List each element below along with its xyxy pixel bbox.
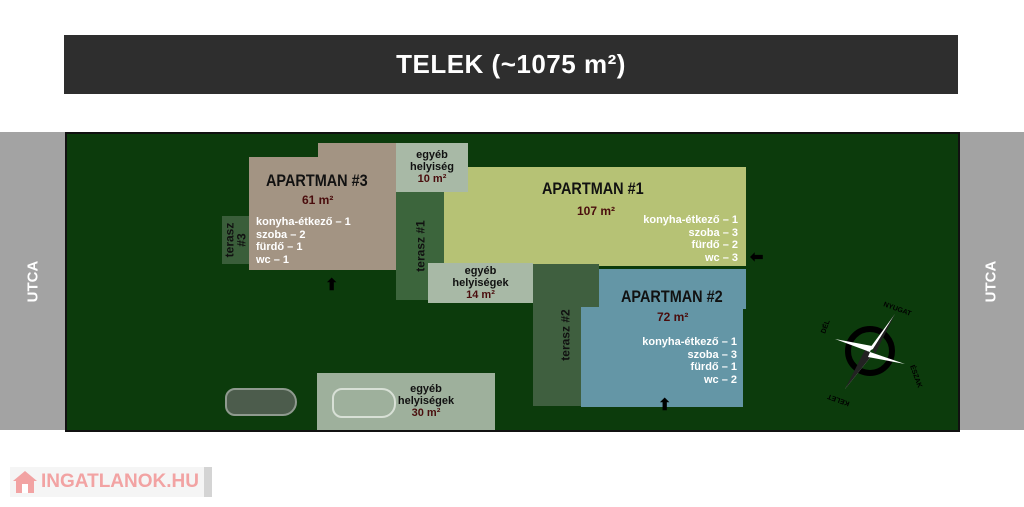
terrace-3: terasz#3: [222, 216, 249, 264]
room-area: 10 m²: [417, 173, 447, 185]
compass-label: DÉL: [818, 318, 831, 335]
room-label: egyéb: [416, 149, 448, 161]
house-icon: [13, 471, 37, 493]
room-count: wc – 3: [704, 251, 738, 264]
entrance-arrow-icon: ⬆: [325, 277, 339, 294]
room-count: wc – 2: [703, 373, 737, 386]
other-room-10: egyéb helyiség 10 m²: [396, 143, 468, 192]
apartment-3-annex: [318, 143, 396, 159]
room-label: egyéb: [410, 383, 442, 395]
room-label: helyiségek: [397, 395, 455, 407]
room-count: szoba – 3: [687, 348, 737, 361]
apartment-area: 72 m²: [657, 310, 689, 324]
room-label: helyiségek: [452, 277, 509, 289]
apartment-area: 61 m²: [302, 193, 334, 207]
street-label: UTCA: [982, 260, 1000, 302]
street-right: UTCA: [958, 132, 1024, 430]
logo-text: INGATLANOK.HU: [41, 471, 199, 492]
room-count: konyha-étkező – 1: [642, 336, 737, 348]
car-icon: [225, 388, 297, 416]
compass-rose-icon: NYUGAT ÉSZAK KELET DÉL: [818, 301, 925, 407]
apartment-3: APARTMAN #3 61 m² konyha-étkező – 1 szob…: [249, 157, 396, 270]
room-area: 14 m²: [466, 289, 495, 301]
car-icon: [332, 388, 396, 418]
terrace-label: #3: [234, 233, 249, 247]
room-count: fürdő – 1: [256, 241, 303, 253]
terrace-label: terasz #2: [559, 309, 573, 361]
apartment-name: APARTMAN #2: [621, 287, 723, 306]
room-count: szoba – 2: [256, 228, 306, 241]
entrance-arrow-icon: ⬆: [658, 397, 672, 414]
street-label: UTCA: [24, 260, 42, 302]
apartment-1: APARTMAN #1 107 m² konyha-étkező – 1 szo…: [444, 167, 746, 266]
other-room-14: egyéb helyiségek 14 m²: [428, 263, 533, 303]
compass-label: NYUGAT: [882, 301, 912, 318]
apartment-area: 107 m²: [577, 204, 616, 218]
terrace-label: terasz #1: [414, 220, 428, 272]
room-count: fürdő – 2: [691, 239, 738, 251]
compass-label: ÉSZAK: [908, 364, 925, 389]
apartment-name: APARTMAN #3: [266, 171, 368, 190]
room-count: fürdő – 1: [690, 361, 737, 373]
other-room-30: egyéb helyiségek 30 m²: [317, 373, 495, 430]
logo: INGATLANOK.HU: [10, 467, 212, 497]
room-label: egyéb: [464, 265, 497, 277]
street-left: UTCA: [0, 132, 66, 430]
room-count: wc – 1: [256, 253, 290, 266]
room-count: konyha-étkező – 1: [643, 214, 738, 226]
page-title: TELEK (~1075 m²): [64, 35, 958, 94]
plot: APARTMAN #3 61 m² konyha-étkező – 1 szob…: [65, 132, 960, 432]
apartment-2: APARTMAN #2 72 m² konyha-étkező – 1 szob…: [581, 287, 743, 407]
entrance-arrow-icon: ⬅: [750, 249, 764, 266]
apartment-name: APARTMAN #1: [542, 179, 644, 198]
compass-label: KELET: [826, 392, 851, 407]
room-count: szoba – 3: [688, 226, 738, 239]
room-count: konyha-étkező – 1: [256, 216, 351, 228]
apartment-2-upper: [599, 269, 746, 309]
room-label: helyiség: [409, 161, 455, 173]
room-area: 30 m²: [411, 407, 441, 419]
